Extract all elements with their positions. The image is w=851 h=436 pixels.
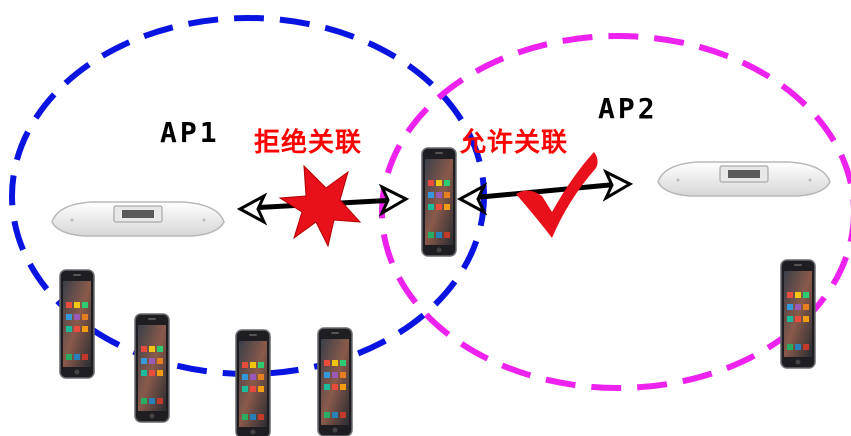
ap1-label: AP1 bbox=[160, 116, 220, 149]
ap1-client-phone-icon bbox=[134, 313, 170, 423]
ap2-label: AP2 bbox=[598, 92, 658, 125]
check-mark-icon bbox=[516, 152, 598, 238]
ap1-client-phone-icon bbox=[235, 329, 271, 436]
burst-cross-icon bbox=[278, 164, 362, 248]
allow-link-arrow bbox=[456, 168, 634, 216]
allow-association-label: 允许关联 bbox=[460, 128, 569, 158]
roaming-phone-icon bbox=[421, 147, 457, 257]
reject-association-label: 拒绝关联 bbox=[254, 128, 363, 158]
ap1-client-phone-icon bbox=[59, 269, 95, 379]
reject-link-arrow bbox=[236, 183, 410, 226]
ap2-access-point-icon bbox=[657, 161, 831, 197]
ap2-client-phone-icon bbox=[780, 259, 816, 369]
ap1-client-phone-icon bbox=[317, 327, 353, 436]
ap1-access-point-icon bbox=[51, 201, 225, 237]
